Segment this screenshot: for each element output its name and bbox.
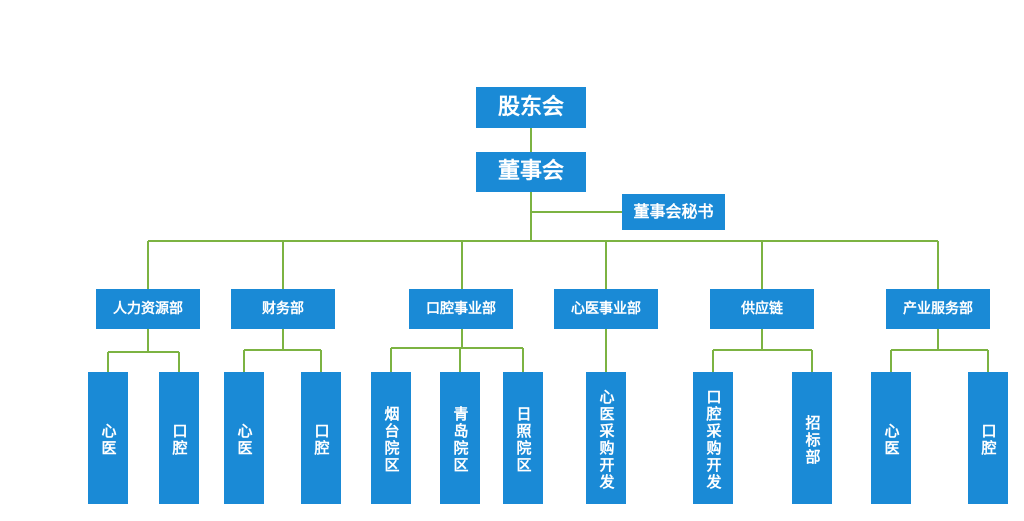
node-dept-hr: 人力资源部 [96, 289, 200, 329]
node-finance-cardio: 心医 [224, 372, 264, 504]
node-dental-yantai: 烟台院区 [371, 372, 411, 504]
node-shareholders: 股东会 [476, 87, 586, 128]
node-cardio-procurement: 心医采购开发 [586, 372, 626, 504]
node-industry-cardio: 心医 [871, 372, 911, 504]
node-dept-dental: 口腔事业部 [409, 289, 513, 329]
node-dental-rizhao: 日照院区 [503, 372, 543, 504]
node-dept-finance: 财务部 [231, 289, 335, 329]
node-dept-supply-chain: 供应链 [710, 289, 814, 329]
node-board-secretary: 董事会秘书 [622, 194, 725, 230]
node-dept-cardio: 心医事业部 [554, 289, 658, 329]
node-dept-industry-services: 产业服务部 [886, 289, 990, 329]
node-hr-dental: 口腔 [159, 372, 199, 504]
node-industry-dental: 口腔 [968, 372, 1008, 504]
node-hr-cardio: 心医 [88, 372, 128, 504]
node-supply-tender: 招标部 [792, 372, 832, 504]
node-dental-qingdao: 青岛院区 [440, 372, 480, 504]
node-board: 董事会 [476, 152, 586, 192]
node-finance-dental: 口腔 [301, 372, 341, 504]
node-supply-dental-procurement: 口腔采购开发 [693, 372, 733, 504]
